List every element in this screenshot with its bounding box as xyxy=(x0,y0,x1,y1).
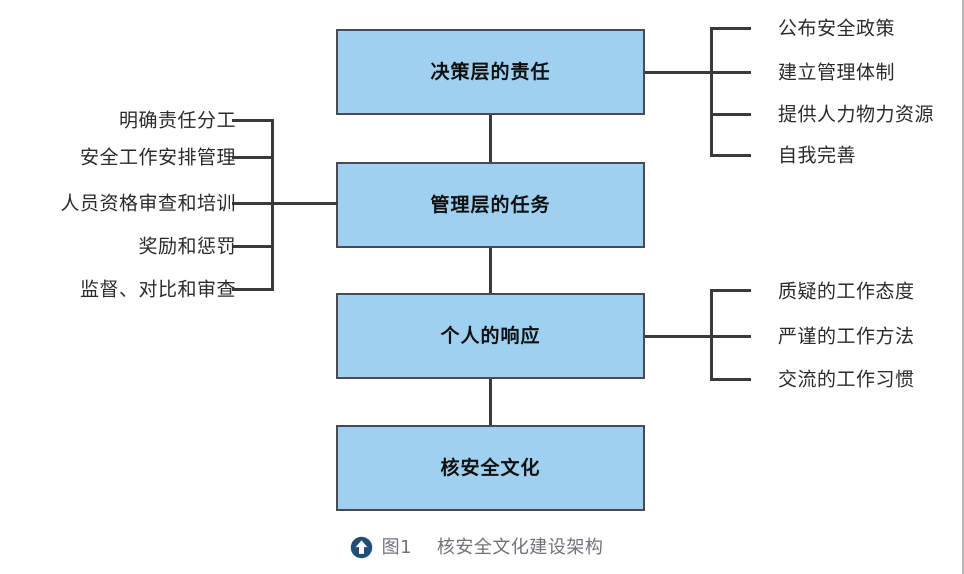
circle-up-arrow-icon xyxy=(350,536,372,559)
bracket-arm-management-3 xyxy=(232,202,274,205)
bracket-spine-management xyxy=(271,119,274,291)
leaf-decision-1: 公布安全政策 xyxy=(778,17,896,40)
node-label-individual: 个人的响应 xyxy=(440,324,541,347)
bracket-arm-individual-2 xyxy=(710,335,751,338)
bracket-arm-individual-3 xyxy=(710,378,751,381)
node-label-management: 管理层的任务 xyxy=(430,193,551,216)
leaf-individual-2: 严谨的工作方法 xyxy=(778,325,915,348)
leaf-decision-3: 提供人力物力资源 xyxy=(778,103,935,126)
leaf-decision-2: 建立管理体制 xyxy=(778,61,896,84)
bracket-arm-decision-3 xyxy=(710,113,751,116)
bracket-spine-decision xyxy=(710,27,713,157)
leaf-decision-4: 自我完善 xyxy=(778,144,857,167)
bracket-arm-individual-1 xyxy=(710,289,751,292)
node-box-decision[interactable]: 决策层的责任 xyxy=(336,29,645,115)
leaf-management-1: 明确责任分工 xyxy=(118,109,236,132)
leaf-management-4: 奖励和惩罚 xyxy=(138,235,236,258)
connector-decision-to-management xyxy=(489,115,492,162)
figure-caption: 图1 核安全文化建设架构 xyxy=(0,536,953,559)
leaf-individual-1: 质疑的工作态度 xyxy=(778,280,915,303)
node-box-management[interactable]: 管理层的任务 xyxy=(336,162,645,248)
caption-text: 图1 核安全文化建设架构 xyxy=(381,536,604,558)
node-label-decision: 决策层的责任 xyxy=(430,60,551,83)
bracket-arm-management-4 xyxy=(232,245,274,248)
leaf-management-2: 安全工作安排管理 xyxy=(79,146,236,169)
connector-management-to-individual xyxy=(489,248,492,293)
bracket-arm-management-5 xyxy=(232,288,274,291)
bracket-arm-decision-1 xyxy=(710,27,751,30)
bracket-stem-decision xyxy=(645,71,713,74)
node-label-culture: 核安全文化 xyxy=(440,456,541,479)
bracket-stem-management xyxy=(271,202,338,205)
bracket-arm-management-2 xyxy=(232,156,274,159)
leaf-management-3: 人员资格审查和培训 xyxy=(60,192,236,215)
connector-individual-to-culture xyxy=(489,379,492,425)
bracket-arm-management-1 xyxy=(232,119,274,122)
node-box-culture[interactable]: 核安全文化 xyxy=(336,425,645,511)
bracket-stem-individual xyxy=(645,335,713,338)
node-box-individual[interactable]: 个人的响应 xyxy=(336,293,645,379)
bracket-arm-decision-4 xyxy=(710,154,751,157)
bracket-arm-decision-2 xyxy=(710,71,751,74)
leaf-management-5: 监督、对比和审查 xyxy=(79,278,236,301)
leaf-individual-3: 交流的工作习惯 xyxy=(778,368,915,391)
